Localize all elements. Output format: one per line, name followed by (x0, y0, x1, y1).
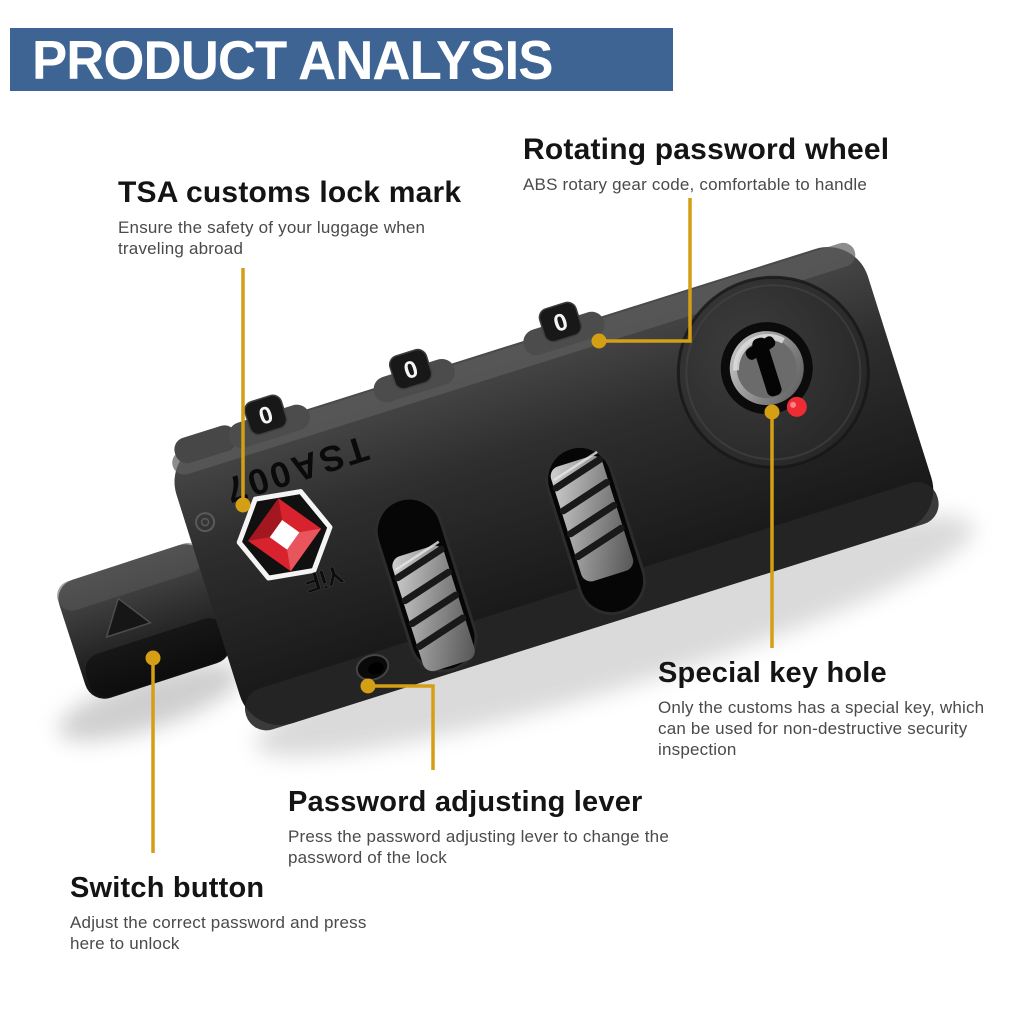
password-adjusting-hole (355, 654, 390, 681)
password-wheel-nub-1: 0 (243, 394, 288, 436)
red-indicator-dot (786, 396, 807, 417)
lock-shadow (256, 515, 974, 757)
annotation-description: Press the password adjusting lever to ch… (288, 827, 669, 868)
latch-arrow-icon (105, 597, 152, 639)
annotation-title: Password adjusting lever (288, 786, 643, 818)
annotation-title: Special key hole (658, 657, 887, 689)
callout-dot-switch-button (145, 650, 161, 666)
keyhole (676, 275, 870, 469)
annotation-special-key-hole: Special key hole Only the customs has a … (658, 657, 1004, 760)
annotation-description: Ensure the safety of your luggage when t… (118, 218, 426, 259)
annotation-description: ABS rotary gear code, comfortable to han… (523, 175, 868, 194)
annotation-description: Only the customs has a special key, whic… (658, 698, 985, 760)
annotation-description: Adjust the correct password and press he… (70, 913, 367, 954)
switch-latch (57, 542, 231, 699)
lock-body: 0 0 0 TSA007 TSA007 (172, 242, 939, 731)
callout-line-rotating-wheel (601, 198, 692, 343)
password-wheel-nub-3: 0 (538, 301, 583, 343)
wheel-slot-2 (545, 445, 646, 616)
annotation-title: Switch button (70, 872, 265, 904)
registered-mark-icon (195, 512, 216, 533)
annotation-tsa-mark: TSA customs lock mark Ensure the safety … (118, 176, 461, 259)
annotation-rotating-wheel: Rotating password wheel ABS rotary gear … (523, 133, 913, 195)
annotation-switch-button: Switch button Adjust the correct passwor… (70, 872, 394, 954)
callout-dot-special-key-hole (764, 404, 780, 420)
tsa-logo (236, 489, 333, 581)
callout-dot-password-adjusting-lever (360, 678, 376, 694)
password-wheels-top: 0 0 0 (228, 301, 605, 449)
wheel-slot-1 (374, 496, 478, 673)
annotation-title: TSA customs lock mark (118, 176, 462, 209)
annotation-password-adjusting-lever: Password adjusting lever Press the passw… (288, 786, 702, 868)
annotation-title: Rotating password wheel (523, 133, 890, 166)
latch-shadow (58, 663, 242, 741)
page-title: PRODUCT ANALYSIS (32, 28, 553, 91)
callout-dot-tsa-mark (235, 497, 251, 513)
password-wheel-nub-2: 0 (388, 348, 433, 390)
header-banner: PRODUCT ANALYSIS (10, 28, 673, 91)
callout-dot-rotating-wheel (591, 333, 607, 349)
callout-line-password-adjusting-lever (368, 684, 435, 770)
